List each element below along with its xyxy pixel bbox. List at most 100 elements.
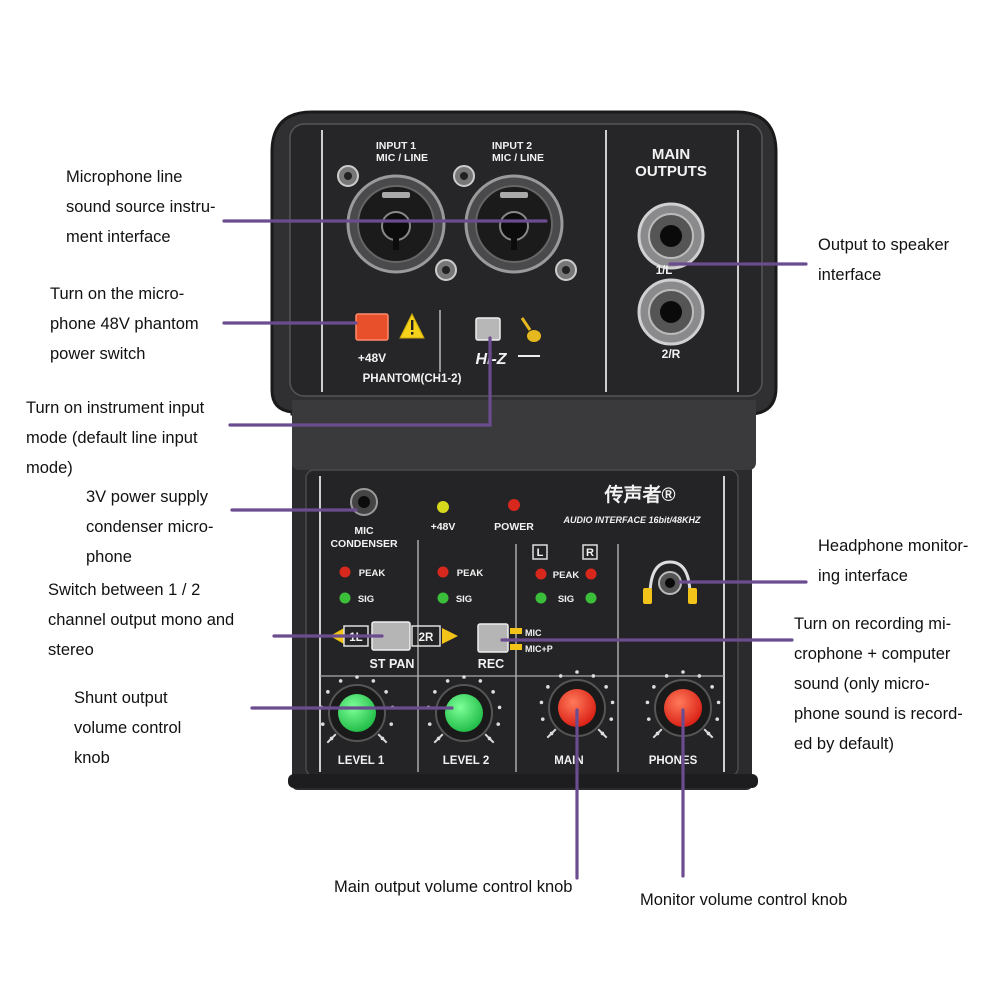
knob-scale-dot	[610, 700, 615, 705]
leader-instrument	[228, 336, 492, 427]
knob-scale-tick	[433, 733, 444, 744]
knob-scale-dot	[384, 690, 388, 694]
knob-scale-dot	[478, 679, 483, 683]
label-outputs: OUTPUTS	[635, 163, 707, 180]
guitar-icon	[520, 317, 541, 342]
knob-scale-dot	[652, 685, 656, 689]
led-peak-2	[437, 566, 449, 578]
mic-condenser-jack[interactable]	[350, 488, 378, 516]
knob-main[interactable]	[558, 689, 596, 727]
rec-mic-marker	[510, 628, 522, 634]
label-input1: INPUT 1	[376, 140, 416, 152]
knob-scale-tick	[546, 728, 557, 739]
label-sig-2: SIG	[456, 594, 472, 605]
knob-phones[interactable]	[664, 689, 702, 727]
callout-monitor-knob: Monitor volume control knob	[640, 891, 848, 909]
led-peak-r	[585, 568, 597, 580]
label-peak-1: PEAK	[359, 568, 386, 579]
label-rec-mic: MIC	[525, 628, 542, 638]
warning-icon	[399, 312, 425, 339]
knob-scale-dot	[433, 690, 437, 694]
label-peak-2: PEAK	[457, 568, 484, 579]
knob-scale-dot	[664, 674, 669, 678]
label-led-48v: +48V	[431, 521, 456, 533]
led-48v	[437, 501, 449, 513]
callout-output-speaker: Output to speaker interface	[818, 236, 950, 284]
label-level2: LEVEL 2	[443, 755, 489, 767]
knob-scale-dot	[539, 700, 544, 705]
knob-level-2[interactable]	[445, 694, 483, 732]
label-phones: PHONES	[649, 755, 698, 767]
label-subtitle: AUDIO INTERFACE 16bit/48KHZ	[562, 515, 701, 525]
led-sig-2	[437, 592, 449, 604]
hi-z-button[interactable]	[475, 317, 501, 341]
knob-scale-tick	[703, 728, 714, 739]
label-phantom-48v: +48V	[358, 351, 386, 365]
knob-scale-tick	[652, 728, 663, 739]
main-output-jack-right[interactable]	[637, 278, 705, 346]
knob-scale-dot	[427, 722, 432, 726]
callout-shunt: Shunt output volume control knob	[74, 689, 182, 767]
callout-condenser: 3V power supply condenser micro- phone	[86, 488, 214, 566]
label-out-1l: 1/L	[656, 265, 673, 277]
r-box	[582, 544, 598, 560]
knob-scale-dot	[497, 705, 502, 710]
callout-recording: Turn on recording mi- crophone + compute…	[794, 615, 963, 753]
label-l: L	[537, 547, 544, 559]
device-upper-plate	[292, 400, 756, 470]
knob-scale-tick	[597, 728, 608, 739]
knob-scale-dot	[697, 674, 702, 678]
pan-2r-box	[411, 625, 441, 647]
label-input2: INPUT 2	[492, 140, 532, 152]
knob-scale-dot	[371, 679, 376, 683]
knob-scale-tick	[377, 733, 388, 744]
label-hiz: HI-Z	[475, 351, 507, 368]
rec-switch[interactable]	[477, 623, 509, 653]
knob-scale-dot	[575, 670, 579, 674]
led-peak-l	[535, 568, 547, 580]
knob-scale-dot	[558, 674, 563, 678]
label-level1: LEVEL 1	[338, 755, 385, 767]
knob-scale-dot	[491, 690, 495, 694]
knob-scale-dot	[320, 722, 325, 726]
callout-mic-line: Microphone line sound source instru- men…	[66, 168, 216, 246]
knob-scale-dot	[445, 679, 450, 683]
phantom-power-button[interactable]	[355, 313, 389, 341]
knob-scale-dot	[496, 722, 501, 726]
label-st-pan: ST PAN	[370, 657, 415, 671]
main-output-jack-left[interactable]	[637, 202, 705, 270]
knob-scale-dot	[645, 700, 650, 705]
knob-scale-dot	[546, 685, 550, 689]
label-input1-sub: MIC / LINE	[376, 152, 428, 164]
pan-arrow-right-icon	[442, 628, 458, 644]
label-pan-1l: 1L	[349, 632, 362, 644]
label-out-2r: 2/R	[662, 347, 681, 361]
knob-scale-dot	[591, 674, 596, 678]
base-shadow	[288, 774, 758, 788]
knob-scale-dot	[355, 675, 359, 679]
label-r: R	[586, 547, 594, 559]
knob-scale-dot	[604, 685, 608, 689]
knob-scale-dot	[540, 717, 545, 721]
led-sig-l	[535, 592, 547, 604]
label-sig-lr: SIG	[558, 594, 574, 605]
label-peak-lr: PEAK	[553, 570, 580, 581]
knob-scale-dot	[710, 685, 714, 689]
label-condenser: CONDENSER	[330, 538, 398, 550]
label-rec: REC	[478, 657, 504, 671]
knob-scale-dot	[389, 722, 394, 726]
combo-jack-input-2[interactable]	[453, 165, 577, 281]
knob-scale-tick	[326, 733, 337, 744]
knob-scale-dot	[326, 690, 330, 694]
led-sig-1	[339, 592, 351, 604]
knob-scale-dot	[462, 675, 466, 679]
rec-micp-marker	[510, 644, 522, 650]
callout-main-knob: Main output volume control knob	[334, 878, 573, 896]
knob-level-1[interactable]	[338, 694, 376, 732]
combo-jack-input-1[interactable]	[337, 165, 457, 281]
label-main: MAIN	[652, 146, 690, 163]
knob-scale-dot	[338, 679, 343, 683]
brand-logo: 传声者®	[604, 483, 676, 506]
